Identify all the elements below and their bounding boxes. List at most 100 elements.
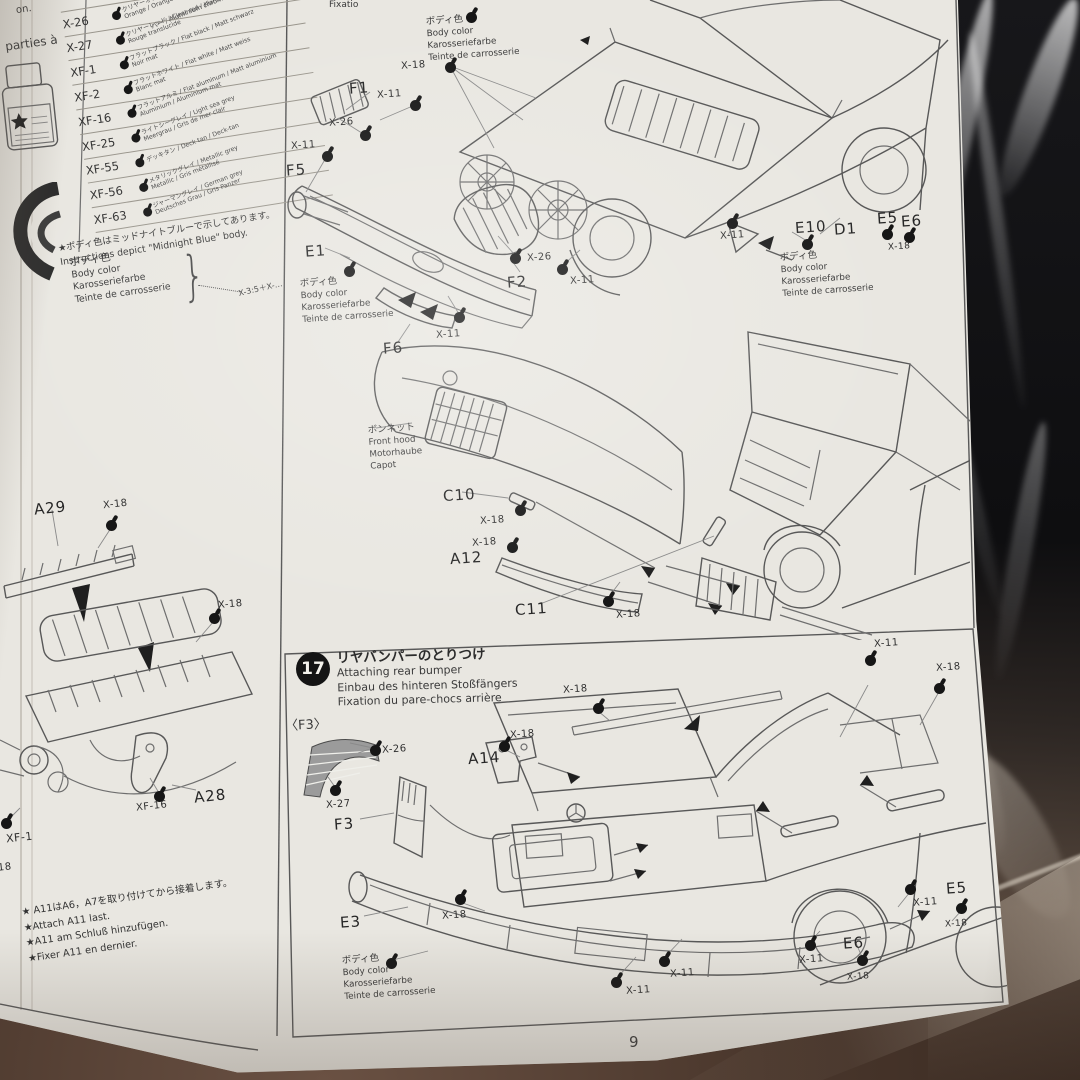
part-label: C11 bbox=[514, 598, 549, 620]
front-hood-diagram bbox=[350, 320, 970, 640]
paint-code-label: X-11 bbox=[719, 229, 746, 242]
page-number: 9 bbox=[629, 1033, 639, 1051]
paint-mark-icon bbox=[119, 59, 130, 70]
part-label: F6 bbox=[382, 338, 404, 358]
paint-mark-icon bbox=[603, 596, 614, 607]
paint-mark-icon bbox=[330, 785, 341, 796]
paint-mark-icon bbox=[956, 903, 967, 914]
paint-mark-icon bbox=[904, 232, 915, 243]
paint-mark-icon bbox=[455, 894, 466, 905]
paint-code-label: X-18 bbox=[471, 536, 498, 549]
part-label: A14 bbox=[467, 747, 501, 769]
paint-mark-icon bbox=[727, 218, 738, 229]
paint-code-label: X-18 bbox=[846, 971, 870, 983]
cut-section-title-fragment: Fixatio bbox=[329, 0, 359, 9]
paint-mark-icon bbox=[209, 613, 220, 624]
part-label: A28 bbox=[193, 785, 228, 807]
paint-mark-icon bbox=[802, 239, 813, 250]
paint-mark-icon bbox=[515, 505, 526, 516]
paint-code-label: X-11 bbox=[625, 984, 652, 997]
paint-code: XF-63 bbox=[92, 208, 128, 228]
paint-mark-icon bbox=[344, 266, 355, 277]
paint-mark-icon bbox=[138, 182, 149, 193]
paint-code-label: X-18 bbox=[935, 661, 962, 674]
part-label: E3 bbox=[339, 912, 362, 932]
paint-code-label: X-18 bbox=[441, 909, 468, 922]
paint-code: XF-2 bbox=[73, 86, 102, 105]
paint-mark-icon bbox=[360, 130, 371, 141]
part-label: E5 bbox=[945, 878, 968, 898]
body-color-label-block: ボディ色 Body color Karosseriefarbe Teinte d… bbox=[299, 272, 393, 326]
bag-glare bbox=[988, 0, 1080, 202]
engine-assembly-diagram bbox=[0, 490, 285, 835]
paint-code-label: X-11 bbox=[669, 967, 696, 980]
paint-code: XF-1 bbox=[69, 62, 98, 81]
paint-code-label: X-11 bbox=[376, 88, 403, 101]
rear-bumper-assembly-diagram bbox=[280, 685, 1010, 1050]
body-color-label-block: ボディ色 Body color Karosseriefarbe Teinte d… bbox=[779, 246, 873, 300]
bag-glare bbox=[987, 420, 1055, 680]
paint-code-label: X-11 bbox=[912, 896, 939, 909]
paint-code: XF-56 bbox=[88, 183, 124, 203]
front-bumper-assembly-diagram bbox=[280, 0, 970, 345]
paint-code-label: X-18 bbox=[887, 241, 911, 253]
part-label: E1 bbox=[304, 241, 327, 261]
paint-mark-icon bbox=[507, 542, 518, 553]
hood-label-block: ボンネット Front hood Motorhaube Capot bbox=[367, 421, 423, 473]
paint-mark-icon bbox=[865, 655, 876, 666]
paint-code-label: XF-1 bbox=[5, 829, 34, 846]
paint-mark-icon bbox=[106, 520, 117, 531]
paint-code-label: X-11 bbox=[798, 953, 825, 966]
paint-mark-icon bbox=[130, 133, 142, 144]
bag-glare bbox=[963, 30, 1031, 410]
cut-text-fragment: on. bbox=[15, 2, 33, 17]
body-color-label-block: ボディ色 Body color Karosseriefarbe Teinte d… bbox=[425, 10, 519, 64]
paint-mark-icon bbox=[386, 958, 397, 969]
paint-mark-icon bbox=[934, 683, 945, 694]
part-label: E6 bbox=[900, 211, 923, 231]
paint-mark-icon bbox=[882, 229, 893, 240]
paint-mark-icon bbox=[111, 10, 122, 21]
left-page-parts-art bbox=[0, 182, 64, 282]
part-label: F1 bbox=[348, 78, 370, 98]
spine-fold-line bbox=[20, 0, 22, 1010]
paint-code-label: X-11 bbox=[435, 328, 462, 341]
spine-fold-line bbox=[31, 0, 33, 1010]
paint-mark-icon bbox=[154, 791, 165, 802]
paint-code-label: X-26 bbox=[328, 116, 355, 129]
paint-code-label: X-11 bbox=[569, 274, 596, 287]
paint-mark-icon bbox=[611, 977, 622, 988]
paint-code-label: X-11 bbox=[290, 139, 317, 152]
paint-mark-icon bbox=[510, 253, 521, 264]
part-label: F3 bbox=[333, 814, 355, 834]
paint-mark-icon bbox=[466, 12, 477, 23]
paint-mark-icon bbox=[142, 206, 153, 217]
paint-code: XF-25 bbox=[81, 134, 117, 154]
part-label: F2 bbox=[506, 272, 528, 292]
paint-mark-icon bbox=[454, 312, 465, 323]
paint-mark-icon bbox=[659, 956, 670, 967]
part-label: A12 bbox=[449, 547, 483, 569]
paint-code: X-26 bbox=[61, 13, 90, 32]
paint-mark-icon bbox=[593, 703, 604, 714]
paint-code-label: X-27 bbox=[325, 798, 352, 811]
part-label: A29 bbox=[33, 497, 68, 519]
paint-mark-icon bbox=[557, 264, 568, 275]
paint-mark-icon bbox=[905, 884, 916, 895]
paint-mark-icon bbox=[445, 62, 456, 73]
part-label: E6 bbox=[842, 933, 865, 953]
paint-mark-icon bbox=[134, 157, 145, 168]
paint-mark-icon bbox=[370, 745, 381, 756]
paint-code-label: X-26 bbox=[526, 251, 553, 264]
paint-code-label: X-26 bbox=[381, 743, 408, 756]
paint-mark-icon bbox=[410, 100, 421, 111]
paint-mark-icon bbox=[1, 818, 12, 829]
paint-code-label: X-18 bbox=[615, 608, 642, 621]
paint-code-label: X-18 bbox=[400, 59, 427, 72]
paint-bottle-icon bbox=[0, 59, 63, 155]
part-label: E5 bbox=[876, 208, 899, 228]
part-label: F5 bbox=[285, 160, 307, 180]
